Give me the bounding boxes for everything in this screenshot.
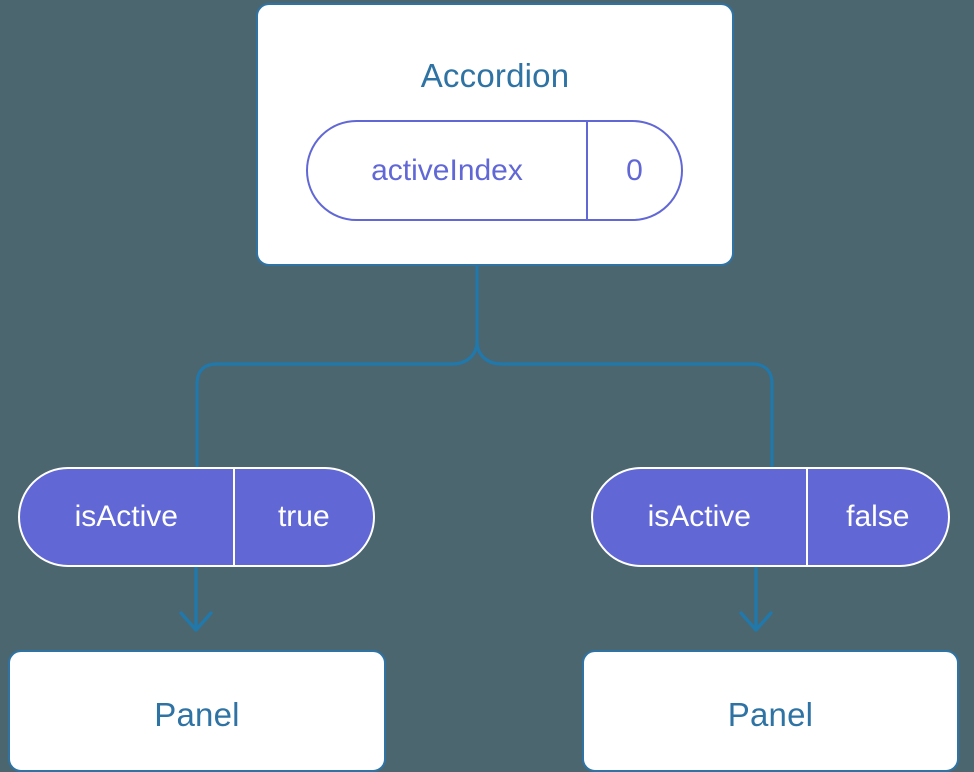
active-index-value: 0 [586, 122, 681, 219]
is-active-key-left: isActive [74, 500, 178, 533]
panel-card-right[interactable]: Panel [582, 650, 959, 772]
panel-title-left: Panel [154, 696, 240, 733]
is-active-prop-pill-left[interactable]: isActive true [18, 467, 375, 567]
panel-card-left[interactable]: Panel [8, 650, 386, 772]
branch-split-path [195, 263, 479, 469]
arrow-right-to-panel [739, 565, 773, 632]
panel-title-right: Panel [727, 696, 814, 733]
arrow-left-to-panel [179, 565, 213, 632]
is-active-prop-pill-right[interactable]: isActive false [591, 467, 950, 567]
is-active-value-left: true [232, 469, 373, 565]
accordion-title: Accordion [420, 57, 570, 94]
is-active-value-right: false [805, 469, 948, 565]
is-active-key-right: isActive [647, 500, 751, 533]
branch-split-path-right [475, 339, 774, 469]
active-index-key: activeIndex [371, 153, 523, 187]
active-index-state-pill[interactable]: activeIndex 0 [306, 120, 683, 221]
